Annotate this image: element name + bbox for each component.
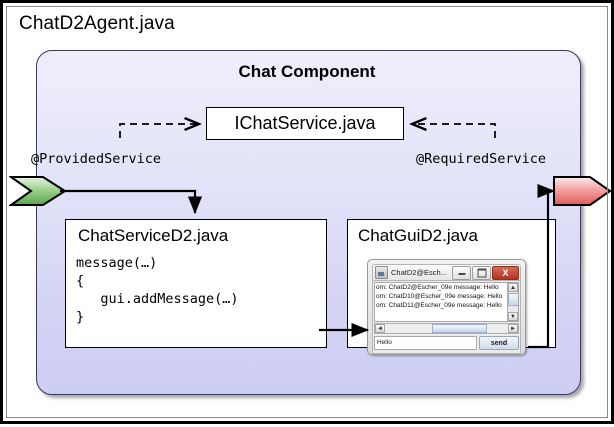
vertical-scrollbar[interactable]: ▲ ▼ <box>507 283 518 321</box>
chat-input-row: Hello send <box>374 336 519 350</box>
interface-box: IChatService.java <box>206 107 404 140</box>
list-item: om: ChatD2@Escher_09e message: Hello <box>376 284 499 291</box>
message-input[interactable]: Hello <box>374 336 477 350</box>
scroll-down-arrow-icon[interactable]: ▼ <box>508 312 518 321</box>
component-title: Chat Component <box>238 62 376 81</box>
horizontal-scrollbar-thumb[interactable] <box>431 324 488 333</box>
chat-service-code: message(…) { gui.addMessage(…) } <box>76 255 239 325</box>
chat-window-title: ChatD2@Esch... <box>391 268 447 277</box>
required-service-annotation: @RequiredService <box>416 151 547 167</box>
chat-gui-title: ChatGuiD2.java <box>358 226 479 245</box>
required-service-port-icon <box>553 176 612 206</box>
horizontal-scrollbar[interactable]: ◄ ► <box>374 323 519 334</box>
provided-service-annotation: @ProvidedService <box>31 151 162 167</box>
java-app-icon <box>375 266 388 279</box>
horizontal-scrollbar-track[interactable] <box>385 324 508 333</box>
vertical-scrollbar-thumb[interactable] <box>508 293 518 306</box>
embedded-chat-window: ChatD2@Esch... X om: ChatD2@Escher_09e m… <box>367 259 526 355</box>
scroll-left-arrow-icon[interactable]: ◄ <box>375 324 385 333</box>
chat-window-titlebar: ChatD2@Esch... X <box>372 264 521 280</box>
provided-service-port-icon <box>9 176 67 206</box>
chat-service-box: ChatServiceD2.java message(…) { gui.addM… <box>65 219 327 348</box>
send-button[interactable]: send <box>479 336 519 350</box>
chat-message-list[interactable]: om: ChatD2@Escher_09e message: Hello om:… <box>374 282 519 322</box>
close-button[interactable]: X <box>492 265 519 280</box>
scroll-right-arrow-icon[interactable]: ► <box>508 324 518 333</box>
chat-service-title: ChatServiceD2.java <box>78 226 229 245</box>
list-item: om: ChatD11@Escher_09e message: Hello <box>376 302 502 310</box>
scroll-up-arrow-icon[interactable]: ▲ <box>508 283 518 292</box>
close-icon: X <box>502 267 509 278</box>
minimize-button[interactable] <box>452 265 471 280</box>
maximize-button[interactable] <box>472 265 491 280</box>
list-item: om: ChatD10@Escher_09e message: Hello <box>376 293 503 301</box>
diagram-title: ChatD2Agent.java <box>19 13 175 34</box>
chat-window-body: om: ChatD2@Escher_09e message: Hello om:… <box>372 280 521 354</box>
